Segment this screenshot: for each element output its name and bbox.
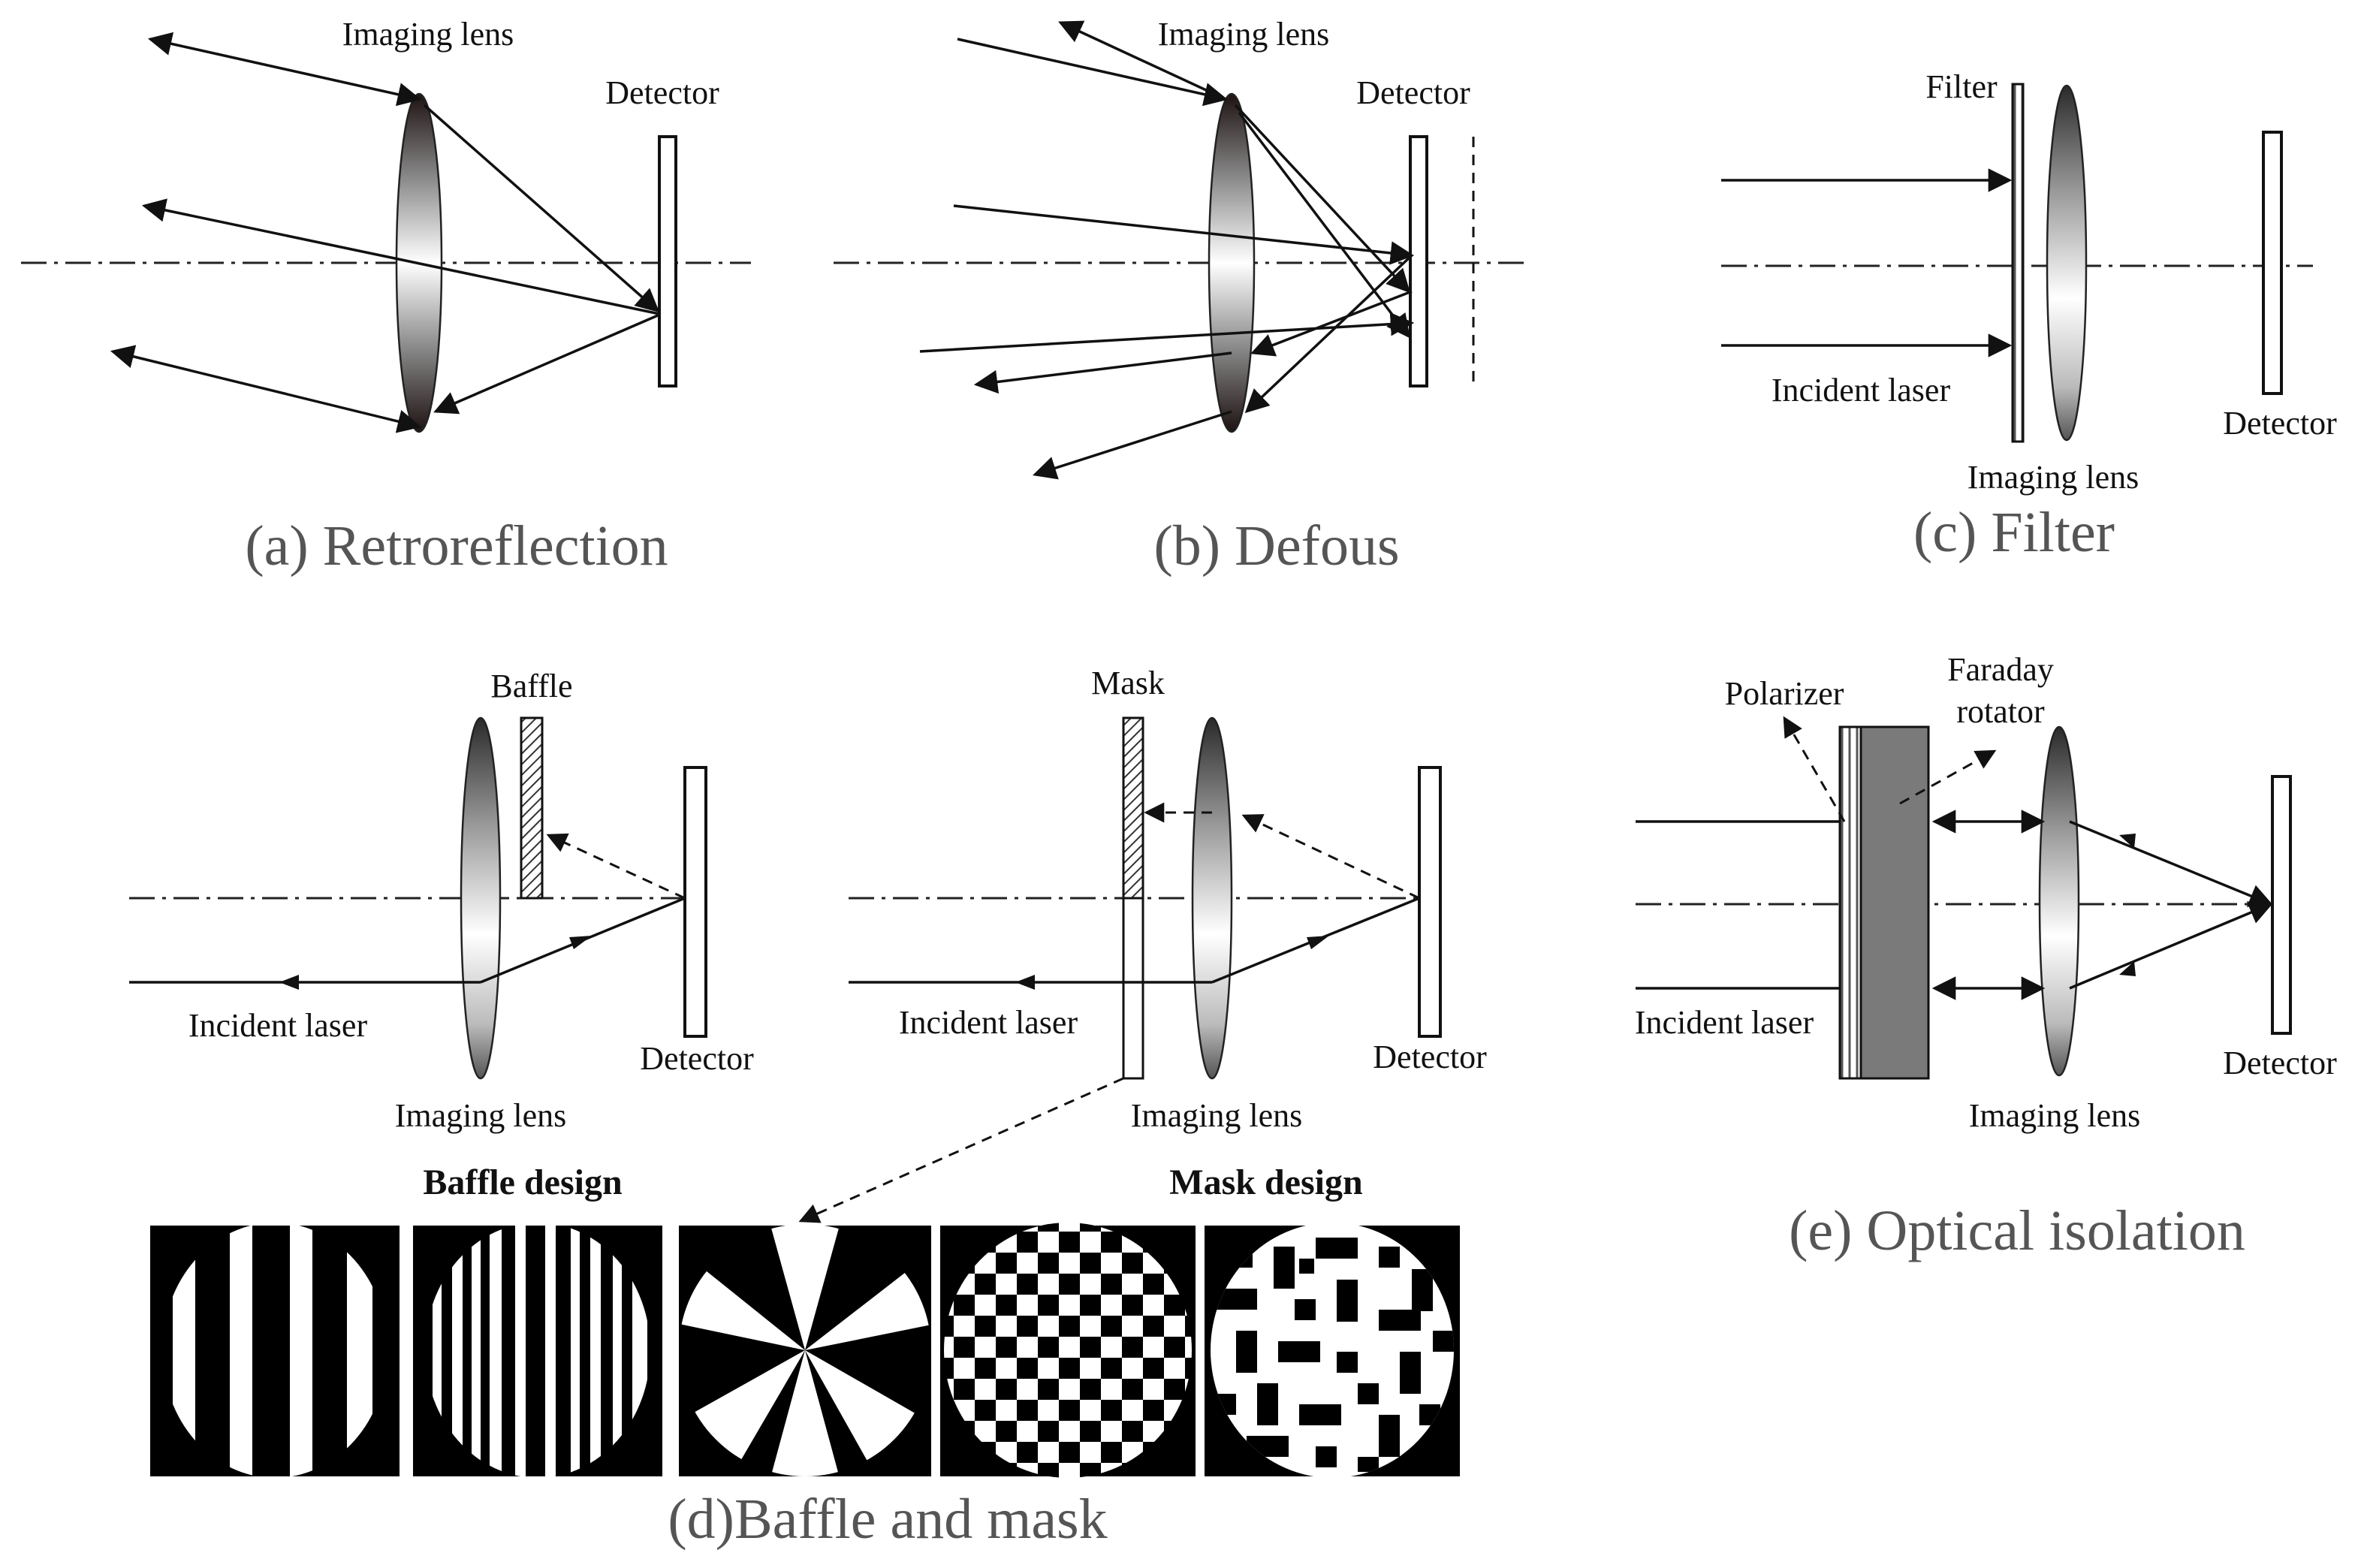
lens-label: Imaging lens xyxy=(1131,1097,1303,1134)
ray xyxy=(1238,111,1410,339)
panel-a-retroreflection: Imaging lens Detector (a) Retroreflectio… xyxy=(21,16,751,577)
ray xyxy=(1234,104,1411,294)
panel-e-caption: (e) Optical isolation xyxy=(1789,1199,2245,1262)
incident-laser-label: Incident laser xyxy=(188,1007,368,1044)
lens-label: Imaging lens xyxy=(1968,459,2139,496)
ray xyxy=(1033,410,1232,480)
ray xyxy=(1250,290,1413,357)
baffle xyxy=(520,716,544,900)
detector-label: Detector xyxy=(605,74,719,111)
detector xyxy=(658,135,677,387)
panel-d-baffle-setup: Baffle Incident laser Detector Imaging l… xyxy=(129,668,754,1134)
mask-label: Mask xyxy=(1091,665,1165,701)
faraday-label-line2: rotator xyxy=(1956,693,2045,730)
mask-design-sector-star xyxy=(679,1226,931,1476)
panel-d-designs: Baffle design Mask design xyxy=(150,1162,1460,1551)
incident-laser-label: Incident laser xyxy=(1772,372,1951,409)
detector xyxy=(1418,766,1442,1038)
ray xyxy=(110,345,422,433)
arrowhead xyxy=(2119,961,2136,976)
arrowhead xyxy=(279,975,299,990)
panel-b-caption: (b) Defous xyxy=(1153,514,1399,577)
baffle-label: Baffle xyxy=(490,668,572,704)
mask-design-random xyxy=(1205,1226,1460,1476)
mask-design-checkerboard xyxy=(940,1223,1196,1478)
baffle-design-heading: Baffle design xyxy=(423,1162,622,1202)
detector xyxy=(683,766,707,1038)
imaging-lens xyxy=(460,716,502,1080)
reflected-ray xyxy=(546,833,686,900)
baffle-design-narrow-stripes xyxy=(413,1223,662,1478)
panel-c-caption: (c) Filter xyxy=(1913,501,2115,564)
polarizer xyxy=(1838,725,1862,1080)
panel-e-optical-isolation: Polarizer Faraday rotator Incident laser… xyxy=(1635,651,2337,1262)
panel-c-filter: Filter Incident laser Imaging lens Detec… xyxy=(1721,68,2337,564)
imaging-lens xyxy=(1208,92,1256,433)
ray xyxy=(957,38,1229,107)
filter-label: Filter xyxy=(1925,68,1998,105)
lens-label: Imaging lens xyxy=(342,16,514,53)
detector-label: Detector xyxy=(2223,405,2337,442)
panel-a-caption: (a) Retroreflection xyxy=(245,514,668,577)
incident-laser-label: Incident laser xyxy=(899,1004,1078,1041)
lens-label: Imaging lens xyxy=(395,1097,567,1134)
reflected-ray xyxy=(1241,814,1420,900)
ray xyxy=(1244,254,1413,414)
filter xyxy=(2011,83,2025,443)
mask-to-design-pointer xyxy=(798,1077,1124,1223)
detector-label: Detector xyxy=(1356,74,1470,111)
focused-ray xyxy=(2069,901,2273,990)
ray xyxy=(919,312,1415,353)
ray xyxy=(147,32,422,107)
ray xyxy=(423,104,660,313)
focused-ray xyxy=(2069,820,2273,907)
ray xyxy=(141,198,660,315)
detector xyxy=(2262,131,2283,395)
arrowhead xyxy=(1307,936,1329,949)
mask-clear-half xyxy=(1122,897,1144,1080)
incident-laser-label: Incident laser xyxy=(1635,1004,1814,1041)
imaging-lens xyxy=(1191,716,1233,1080)
ray xyxy=(433,314,659,415)
baffle-design-wide-stripes xyxy=(150,1223,400,1478)
ray xyxy=(953,204,1415,265)
arrowhead xyxy=(1015,975,1035,990)
faraday-rotator xyxy=(1859,725,1930,1080)
detector xyxy=(2271,775,2292,1035)
mask-design-heading: Mask design xyxy=(1169,1162,1362,1202)
panel-d-mask-setup: Mask Incident laser Detector Imaging len… xyxy=(798,665,1487,1223)
arrowhead xyxy=(2119,834,2136,849)
faraday-label-line1: Faraday xyxy=(1947,651,2054,688)
detector-label: Detector xyxy=(1373,1039,1487,1075)
ray xyxy=(1058,20,1226,101)
lens-label: Imaging lens xyxy=(1158,16,1330,53)
mask-hatched-half xyxy=(1122,716,1144,900)
lens-label: Imaging lens xyxy=(1969,1097,2141,1134)
imaging-lens xyxy=(2046,84,2088,442)
imaging-lens xyxy=(2038,725,2080,1077)
polarizer-pointer xyxy=(1783,716,1846,822)
detector xyxy=(1409,135,1428,387)
detector-label: Detector xyxy=(2223,1045,2337,1081)
detector-label: Detector xyxy=(640,1040,754,1077)
arrowhead xyxy=(569,936,592,949)
rotator-pointer xyxy=(1899,749,1997,805)
panel-d-caption: (d)Baffle and mask xyxy=(668,1488,1107,1551)
panel-b-defocus: Imaging lens Detector (b) Defous xyxy=(834,16,1524,577)
ray xyxy=(973,351,1232,394)
polarizer-label: Polarizer xyxy=(1725,675,1844,712)
